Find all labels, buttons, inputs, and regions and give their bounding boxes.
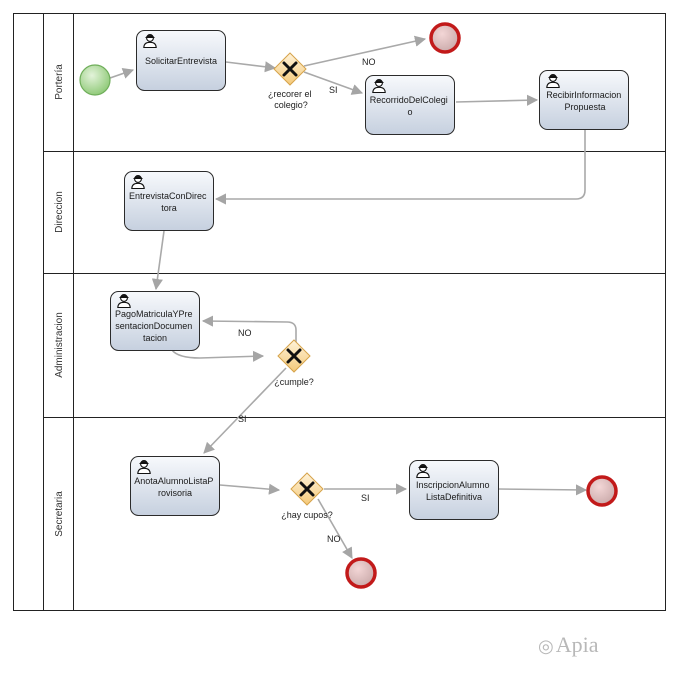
task-pago-matricula[interactable]: PagoMatriculaYPre sentacionDocumen tacio… [110, 291, 200, 351]
gateway-recorrer-label: ¿recorer el colegio? [268, 89, 314, 110]
lane-title-porteria: Portería [54, 64, 65, 100]
task-anota-alumno-lista-provisoria[interactable]: AnotaAlumnoListaP rovisoria [130, 456, 220, 516]
svg-text:AnotaAlumnoListaP roviso: AnotaAlumnoListaP rovisoria [134, 476, 215, 498]
flow-gw1-to-end-no [303, 35, 427, 67]
start-event[interactable] [79, 64, 111, 96]
apia-watermark-text: Apia [555, 632, 599, 657]
flow-label-no-1: NO [362, 57, 376, 67]
flow-solicitar-to-gw1 [225, 61, 277, 73]
svg-text:InscripcionAlumno ListaD: InscripcionAlumno ListaDefinitiva [416, 480, 492, 502]
svg-text:RecibirInformacion Propu: RecibirInformacion Propuesta [546, 90, 624, 112]
flow-anota-to-gw3 [219, 483, 281, 495]
task-inscripcion-alumno-lista-definitiva[interactable]: InscripcionAlumno ListaDefinitiva [409, 460, 499, 520]
gateway-cupos-label: ¿hay cupos? [281, 510, 333, 520]
flow-label-no-2: NO [238, 328, 252, 338]
flow-gw3-to-end-no [317, 498, 353, 559]
task-recibir-informacion-propuesta[interactable]: RecibirInformacion Propuesta [539, 70, 629, 130]
flow-gw2-to-pago-no [201, 315, 297, 343]
flow-gw2-to-anota-si [203, 367, 287, 454]
end-event-no-cupos[interactable] [345, 557, 377, 589]
svg-text:PagoMatriculaYPre sentac: PagoMatriculaYPre sentacionDocumen tacio… [115, 309, 195, 343]
lane-title-direccion: Direccion [54, 191, 65, 233]
connectors [109, 35, 588, 559]
flow-label-si-1: SI [329, 85, 338, 95]
flow-gw1-to-recorrido-si [303, 71, 364, 95]
flow-entrevista-to-pago [151, 230, 165, 291]
end-event-no-recorrido[interactable] [429, 22, 461, 54]
lane-title-administracion: Administracion [54, 312, 65, 378]
task-recorrido-del-colegio[interactable]: RecorridoDelColegi o [365, 75, 455, 135]
flow-label-si-3: SI [361, 493, 370, 503]
flow-start-to-solicitar [109, 68, 135, 79]
task-entrevista-con-directora[interactable]: EntrevistaConDirec tora [124, 171, 214, 231]
svg-text:EntrevistaConDirec tora: EntrevistaConDirec tora [129, 191, 209, 213]
flow-pago-to-gw2 [171, 349, 265, 362]
gateway-cupos[interactable] [290, 472, 324, 506]
svg-text:SolicitarEntrevista: SolicitarEntrevista [145, 56, 217, 66]
flow-inscripcion-to-end [497, 484, 588, 496]
gateway-cumple[interactable] [277, 339, 311, 373]
flow-label-si-2: SI [238, 414, 247, 424]
gateway-recorrer[interactable] [273, 52, 307, 86]
end-event-final[interactable] [586, 475, 618, 507]
apia-watermark: ◎Apia [538, 632, 598, 658]
flow-label-no-3: NO [327, 534, 341, 544]
lane-title-secretaria: Secretaria [54, 491, 65, 537]
svg-text:RecorridoDelColegi o: RecorridoDelColegi o [370, 95, 451, 117]
flow-recorrido-to-recibir [455, 94, 539, 106]
gateway-cumple-label: ¿cumple? [274, 377, 314, 387]
apia-logo-icon: ◎ [538, 636, 554, 656]
flow-recibir-to-entrevista [214, 130, 586, 205]
task-solicitar-entrevista[interactable]: SolicitarEntrevista [136, 30, 226, 91]
